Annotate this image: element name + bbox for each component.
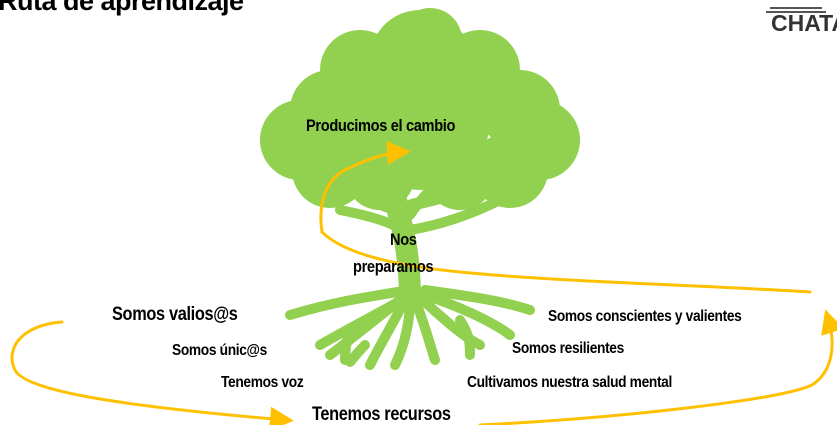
root-label-tenemos-recursos: Tenemos recursos	[312, 404, 451, 425]
arrow-left-loop	[10, 320, 294, 425]
root-label-somos-conscientes: Somos conscientes y valientes	[548, 308, 742, 325]
root-label-somos-unicos: Somos únic@s	[172, 342, 267, 359]
path-arrows	[10, 140, 837, 425]
root-label-somos-resilientes: Somos resilientes	[512, 340, 624, 357]
tree-crown	[260, 8, 580, 210]
tree-roots	[285, 285, 535, 370]
arrow-right-sweep	[320, 230, 812, 294]
arrow-bottom-right	[478, 309, 837, 425]
root-label-tenemos-voz: Tenemos voz	[221, 374, 304, 391]
root-label-somos-valiosos: Somos valios@s	[112, 304, 238, 325]
page-title: Ruta de aprendizaje	[0, 0, 244, 16]
trunk-label-line1: Nos	[390, 230, 417, 249]
logo-text: CHATA	[771, 10, 837, 36]
trunk-label-line2: preparamos	[353, 257, 434, 276]
crown-label: Producimos el cambio	[306, 116, 456, 135]
root-label-cultivamos-salud-mental: Cultivamos nuestra salud mental	[467, 374, 672, 391]
arrow-trunk-up	[319, 140, 411, 234]
logo-icon	[766, 7, 826, 13]
